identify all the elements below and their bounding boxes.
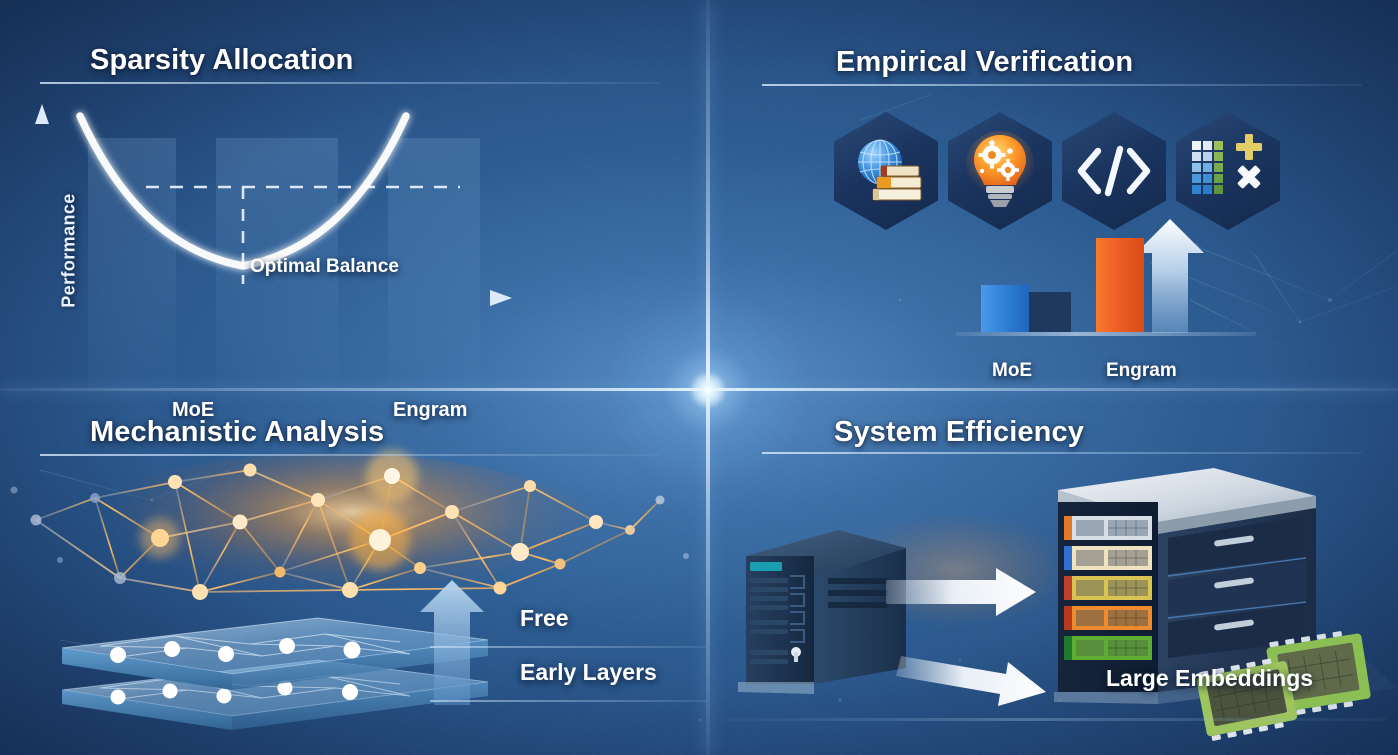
panel-title-rule-bottom-left <box>40 454 660 456</box>
panel-title-rule-top-right <box>762 84 1362 86</box>
lightbulb-gears-icon[interactable] <box>948 112 1052 230</box>
panel-empirical-verification: MoE Engram <box>706 90 1398 388</box>
panel-mechanistic-analysis: Free Early Layers <box>0 450 706 755</box>
sparsity-curve-chart <box>22 104 512 388</box>
rack-server <box>1054 468 1316 704</box>
panel-title-system-efficiency: System Efficiency <box>834 416 1084 448</box>
panel-title-rule-bottom-right <box>762 452 1362 454</box>
panel-title-mechanistic-analysis: Mechanistic Analysis <box>90 416 385 448</box>
system-efficiency-graphic <box>726 468 1396 741</box>
verification-bar-chart <box>956 219 1256 336</box>
panel-system-efficiency: Large Embeddings <box>706 460 1398 755</box>
layer-label-rule-lower <box>430 700 706 702</box>
globe-books-glyph <box>858 139 922 201</box>
math-grid-icon[interactable] <box>1176 112 1280 230</box>
lightbulb-gears-glyph <box>966 131 1034 207</box>
embeddings-label: Large Embeddings <box>1106 665 1314 691</box>
tower-server <box>738 530 906 694</box>
panel-sparsity-allocation: Performance <box>0 90 706 421</box>
chart-x-tick-moe: MoE <box>172 399 215 421</box>
math-grid-glyph <box>1192 134 1262 194</box>
arrow-upper <box>886 568 1036 616</box>
panel-title-sparsity-allocation: Sparsity Allocation <box>90 44 354 76</box>
arrow-lower <box>896 656 1046 706</box>
code-brackets-glyph <box>1077 145 1151 197</box>
chart-annotation-optimal-balance: Optimal Balance <box>250 256 399 277</box>
chart-x-tick-engram: Engram <box>393 399 468 421</box>
bar-label-engram: Engram <box>1106 360 1177 381</box>
mechanistic-network-graphic <box>10 450 689 730</box>
bar-label-moe: MoE <box>992 360 1033 381</box>
chip-group <box>1192 631 1396 741</box>
layer-label-rule-upper <box>430 646 706 648</box>
layer-label-early-layers: Early Layers <box>520 659 657 685</box>
panel-title-rule-top-left <box>40 82 660 84</box>
code-brackets-icon[interactable] <box>1062 112 1166 230</box>
layer-label-free: Free <box>520 605 569 631</box>
globe-books-icon[interactable] <box>834 112 938 230</box>
chart-y-axis-label: Performance <box>58 193 79 308</box>
panel-title-empirical-verification: Empirical Verification <box>836 46 1134 78</box>
